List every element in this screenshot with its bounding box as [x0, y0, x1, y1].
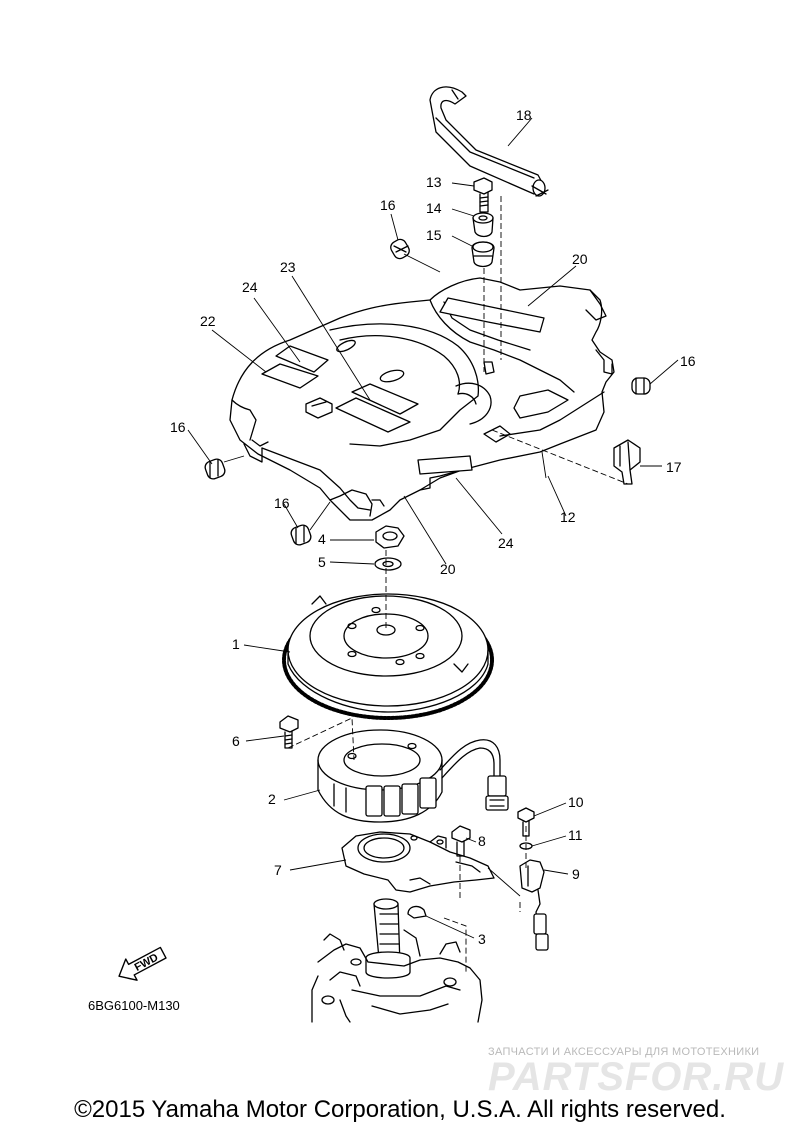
label-8: 8 [478, 833, 486, 849]
clip-part-17 [613, 439, 641, 485]
watermark-brand: PARTSFOR.RU [488, 1055, 784, 1099]
label-5: 5 [318, 554, 326, 570]
bolt-part-13 [473, 177, 493, 213]
label-16-top: 16 [380, 197, 396, 213]
screw-part-8 [451, 825, 471, 857]
watermark-tagline: ЗАПЧАСТИ И АКСЕССУАРЫ ДЛЯ МОТОТЕХНИКИ [488, 1046, 759, 1058]
label-24: 24 [498, 535, 514, 551]
label-16-left: 16 [170, 419, 186, 435]
drawing-code: 6BG6100-M130 [88, 998, 180, 1013]
bolt-part-6 [279, 715, 299, 749]
grommet-part-16-left [204, 458, 226, 480]
grommet-part-16-right [631, 377, 651, 395]
copyright-notice: ©2015 Yamaha Motor Corporation, U.S.A. A… [74, 1096, 726, 1123]
label-21: 22 [200, 313, 216, 329]
washer-part-5 [374, 557, 402, 571]
label-19: 20 [572, 251, 588, 267]
label-1: 1 [232, 636, 240, 652]
label-2: 2 [268, 791, 276, 807]
label-15: 15 [426, 227, 442, 243]
flywheel-part-1 [282, 593, 494, 720]
label-4: 4 [318, 531, 326, 547]
label-11: 11 [568, 827, 583, 843]
label-16-bottom: 16 [274, 495, 290, 511]
hose-part-18 [429, 86, 549, 197]
label-23: 24 [242, 279, 258, 295]
label-20: 20 [440, 561, 456, 577]
label-10: 10 [568, 794, 584, 810]
grommet-part-16-top [390, 238, 410, 260]
flywheel-cover-part-12 [229, 277, 615, 521]
label-16-right: 16 [680, 353, 696, 369]
base-part-7 [341, 831, 495, 893]
label-14: 14 [426, 200, 442, 216]
sensor-part-9 [519, 859, 549, 951]
key-part-3 [407, 905, 427, 919]
decal-part-22 [335, 383, 419, 433]
label-6: 6 [232, 733, 240, 749]
label-13: 13 [426, 174, 442, 190]
engine-block [311, 898, 483, 1023]
decal-part-19 [439, 297, 545, 333]
fwd-label: FWD [133, 952, 161, 974]
grommet-part-16-bottom [290, 524, 312, 546]
part-number-labels: 18 13 14 15 16 20 23 24 22 16 16 17 16 1… [170, 107, 696, 947]
label-18: 18 [516, 107, 532, 123]
collar-part-14 [472, 212, 494, 238]
label-7: 7 [274, 862, 282, 878]
label-17: 17 [666, 459, 682, 475]
decal-part-24 [417, 455, 473, 475]
decal-part-21 [261, 363, 319, 389]
nut-part-4 [375, 525, 405, 549]
label-9: 9 [572, 866, 580, 882]
fwd-arrow-icon: FWD [118, 946, 167, 981]
stator-part-2 [317, 729, 509, 823]
label-3: 3 [478, 931, 486, 947]
grommet-part-15 [471, 241, 495, 268]
decal-part-23 [275, 345, 329, 373]
watermark: ЗАПЧАСТИ И АКСЕССУАРЫ ДЛЯ МОТОТЕХНИКИ PA… [488, 1046, 784, 1099]
label-22: 23 [280, 259, 296, 275]
leader-lines [187, 117, 679, 972]
label-12: 12 [560, 509, 576, 525]
